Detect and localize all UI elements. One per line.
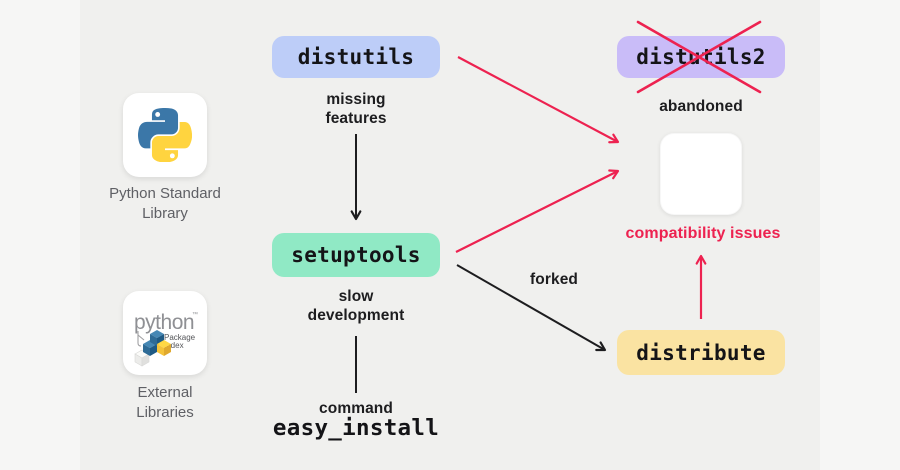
left-background-band [0,0,80,470]
pypi-crane-icon [137,331,145,347]
caption-command: command [319,400,393,417]
pypi-wordmark: python [134,311,194,334]
arrow-distutils-to-compatibility [457,56,620,144]
mystery-white-box [660,133,742,215]
node-distutils2: distutils2 [617,36,785,78]
label-python-standard-library: Python Standard Library [109,185,221,222]
arrow-setuptools-to-compatibility [455,169,620,253]
right-background-band [820,0,900,470]
node-setuptools: setuptools [272,233,440,277]
node-easy-install: easy_install [272,415,440,441]
python-logo-card [123,93,207,177]
pypi-subtitle-index: Index [164,341,184,350]
pypi-tm: ™ [192,311,198,318]
caption-compatibility-issues: compatibility issues [625,225,781,242]
caption-abandoned: abandoned [659,98,743,115]
pypi-subtitle-package: Package [164,333,196,342]
pypi-logo-icon: python ™ Package Index [134,311,198,367]
pypi-logo-card: python ™ Package Index [123,291,207,375]
pypi-cubes-icon [134,330,171,367]
node-distutils: distutils [272,36,440,78]
caption-slow-development: slow development [307,288,405,324]
label-external-libraries: External Libraries [136,384,194,421]
caption-missing-features: missing features [325,91,387,127]
node-distribute: distribute [617,330,785,375]
caption-forked: forked [530,271,578,288]
python-logo-icon [138,108,192,162]
